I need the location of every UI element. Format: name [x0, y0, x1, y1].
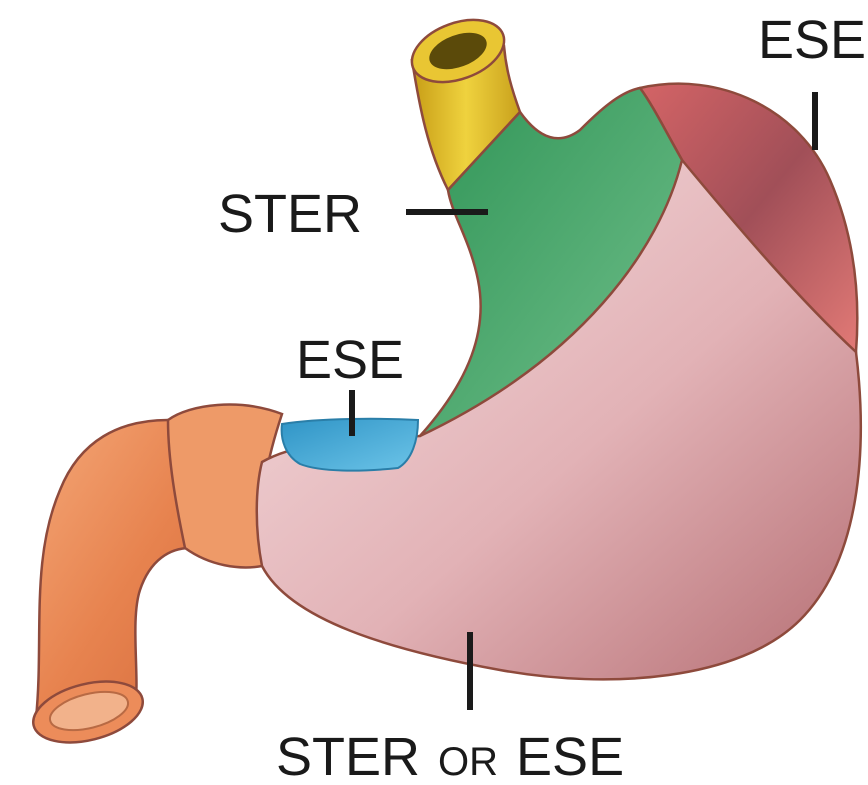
- label-bottom-part2: ESE: [516, 727, 624, 785]
- duodenum: [27, 405, 282, 753]
- label-top-right: ESE: [758, 10, 866, 70]
- label-left-upper: STER: [218, 184, 362, 244]
- label-middle: ESE: [296, 330, 404, 390]
- label-bottom: STER OR ESE: [276, 727, 624, 785]
- label-bottom-part1: STER: [276, 727, 420, 785]
- label-bottom-connector: OR: [438, 740, 498, 784]
